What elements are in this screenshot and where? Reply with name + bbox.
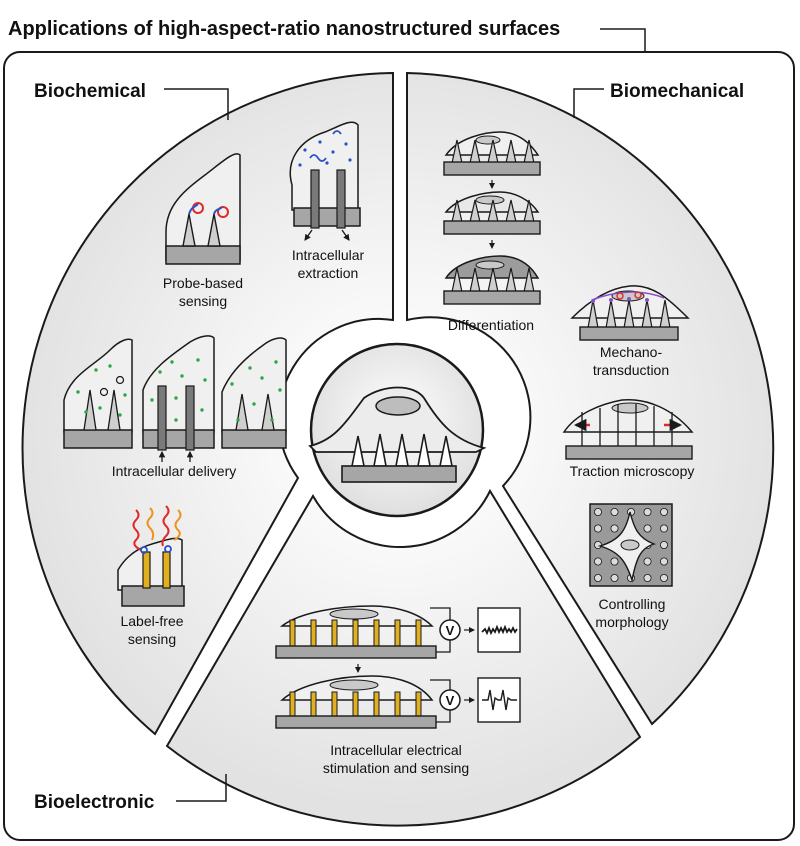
label-free-sensing-illustration	[117, 505, 185, 607]
nanopillar-dot	[610, 524, 619, 533]
title-connector	[600, 28, 646, 52]
traction-microscopy-illustration	[562, 399, 694, 460]
probe-sensing-label-1: Probe-based	[163, 275, 243, 291]
nanopillar-dot	[660, 541, 669, 550]
gold-nanoelectrode	[394, 619, 401, 648]
nanopillar-dot	[594, 507, 603, 516]
controlling-morphology-label-1: Controlling	[599, 596, 666, 612]
nanopillar-dot	[610, 557, 619, 566]
electrical-stimulation-illustration: V V	[275, 605, 521, 729]
biochemical-connector	[164, 88, 229, 120]
gold-nanoelectrode	[289, 619, 296, 648]
label-free-label-2: sensing	[128, 631, 176, 647]
nanopillar-dot	[594, 541, 603, 550]
intracellular-extraction-label-2: extraction	[298, 265, 359, 281]
gold-nanoelectrode	[352, 619, 359, 648]
mechanotransduction-label-2: transduction	[593, 362, 669, 378]
nanopillar-dot	[594, 574, 603, 583]
gold-nanoelectrode	[415, 619, 422, 648]
differentiation-label: Differentiation	[448, 317, 534, 333]
nanopillar-dot	[594, 524, 603, 533]
section-title-biochemical: Biochemical	[34, 81, 146, 102]
nanopillar-dot	[660, 574, 669, 583]
gold-nanoelectrode	[415, 691, 422, 718]
electrical-label-1: Intracellular electrical	[330, 742, 462, 758]
gold-nanoelectrode	[331, 619, 338, 648]
voltmeter-icon	[439, 619, 461, 641]
nanopillar-dot	[643, 507, 652, 516]
intracellular-extraction-label-1: Intracellular	[292, 247, 365, 263]
mechanotransduction-illustration	[570, 285, 690, 341]
sector-biomechanical	[406, 71, 775, 726]
controlling-morphology-label-2: morphology	[595, 614, 668, 630]
bioelectronic-connector	[176, 774, 227, 802]
voltmeter-icon	[439, 689, 461, 711]
nanopillar-dot	[660, 524, 669, 533]
voltmeter-symbol-bottom: V	[446, 693, 455, 708]
nanopillar-dot	[610, 507, 619, 516]
traction-microscopy-label: Traction microscopy	[570, 463, 695, 479]
gold-nanoelectrode	[331, 691, 338, 718]
electrical-label-2: stimulation and sensing	[323, 760, 469, 776]
gold-nanoelectrode	[352, 691, 359, 718]
probe-sensing-illustration	[165, 153, 241, 265]
nanopillar-dot	[660, 507, 669, 516]
gold-nanoelectrode	[373, 691, 380, 718]
gold-nanoelectrode	[394, 691, 401, 718]
intracellular-delivery-illustration	[63, 335, 287, 462]
voltmeter-symbol-top: V	[446, 623, 455, 638]
label-free-label-1: Label-free	[120, 613, 183, 629]
section-title-biomechanical: Biomechanical	[610, 81, 744, 102]
nanopillar-dot	[643, 557, 652, 566]
nanopillar-dot	[660, 557, 669, 566]
nanopillar-dot	[610, 574, 619, 583]
controlling-morphology-illustration	[589, 503, 673, 587]
nanopillar-dot	[643, 574, 652, 583]
center-cell-icon	[308, 386, 487, 483]
figure-title: Applications of high-aspect-ratio nanost…	[8, 18, 560, 40]
biomechanical-connector	[573, 88, 604, 118]
differentiation-illustration	[443, 131, 541, 305]
intracellular-extraction-illustration	[289, 121, 361, 241]
intracellular-delivery-label: Intracellular delivery	[112, 463, 237, 479]
probe-sensing-label-2: sensing	[179, 293, 227, 309]
nanopillar-dot	[643, 524, 652, 533]
gold-nanoelectrode	[373, 619, 380, 648]
mechanotransduction-label-1: Mechano-	[600, 344, 663, 360]
section-title-bioelectronic: Bioelectronic	[34, 792, 155, 813]
gold-nanoelectrode	[310, 619, 317, 648]
gold-nanoelectrode	[289, 691, 296, 718]
gold-nanoelectrode	[310, 691, 317, 718]
nanopillar-dot	[594, 557, 603, 566]
